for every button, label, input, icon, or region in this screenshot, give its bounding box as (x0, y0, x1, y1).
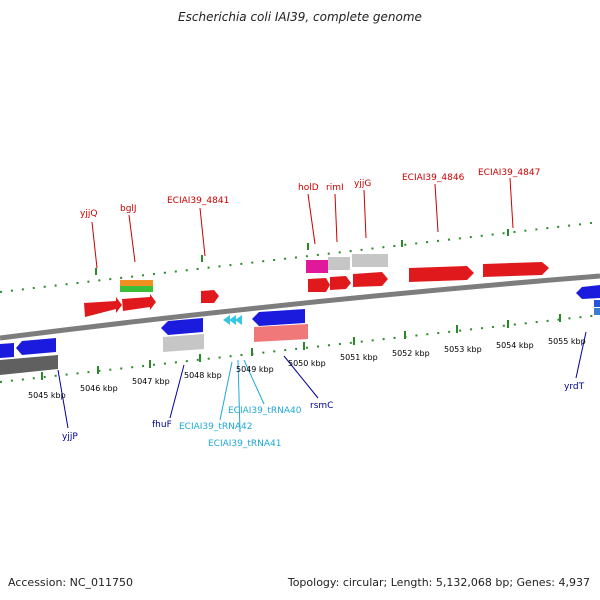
gene-arrow-ECIAI39_4846[interactable] (409, 266, 474, 282)
gene-label-ECIAI39_tRNA41[interactable]: ECIAI39_tRNA41 (208, 439, 282, 449)
gene-arrow-ECIAI39_4847[interactable] (483, 262, 549, 277)
gene-arrow-yjjP[interactable] (16, 338, 56, 355)
lower-label-lines (57, 331, 587, 433)
tick-label: 5052 kbp (392, 349, 430, 358)
feature-bglJ-green[interactable] (120, 286, 153, 292)
gene-label-yjjQ[interactable]: yjjQ (80, 209, 97, 219)
gene-label-fhuF[interactable]: fhuF (152, 420, 172, 430)
gene-label-bglJ[interactable]: bglJ (120, 204, 137, 214)
tick-label: 5055 kbp (548, 337, 586, 346)
gene-label-ECIAI39_tRNA40[interactable]: ECIAI39_tRNA40 (228, 406, 302, 416)
map-title: Escherichia coli IAI39, complete genome (178, 10, 422, 24)
gene-arrow-bglJ[interactable] (122, 294, 156, 311)
tick-label: 5053 kbp (444, 345, 482, 354)
feature-yjjG-grey[interactable] (352, 254, 388, 267)
trna-ECIAI39_tRNA42[interactable] (223, 315, 230, 325)
topology-summary: Topology: circular; Length: 5,132,068 bp… (287, 576, 590, 589)
bottom-gene-labels: yjjP fhuF ECIAI39_tRNA42 ECIAI39_tRNA40 … (62, 382, 585, 449)
lower-tick-track (0, 314, 600, 383)
accession-text: Accession: NC_011750 (8, 576, 134, 589)
tick-labels: 5045 kbp 5046 kbp 5047 kbp 5048 kbp 5049… (28, 337, 586, 400)
gene-label-ECIAI39_4841[interactable]: ECIAI39_4841 (167, 196, 229, 206)
tick-label: 5048 kbp (184, 371, 222, 380)
gene-label-ECIAI39_tRNA42[interactable]: ECIAI39_tRNA42 (179, 422, 253, 432)
gene-arrow-fhuF[interactable] (161, 318, 203, 335)
gene-arrow-yjjG[interactable] (353, 272, 388, 287)
tick-label: 5050 kbp (288, 359, 326, 368)
gene-arrow-ECIAI39_4841[interactable] (201, 290, 219, 303)
feature-fhuF-grey[interactable] (163, 334, 204, 352)
tick-label: 5046 kbp (80, 384, 118, 393)
trna-ECIAI39_tRNA41[interactable] (229, 315, 236, 325)
gene-arrow-rsmC[interactable] (252, 309, 305, 326)
genome-backbone (0, 273, 600, 341)
feature-bglJ-orange[interactable] (120, 280, 153, 286)
gene-label-yjjP[interactable]: yjjP (62, 432, 78, 442)
gene-label-rsmC[interactable]: rsmC (310, 401, 333, 411)
tick-label: 5054 kbp (496, 341, 534, 350)
gene-arrow-left-edge[interactable] (0, 343, 14, 358)
tick-label: 5047 kbp (132, 377, 170, 386)
gene-label-yjjG[interactable]: yjjG (354, 179, 371, 189)
gene-arrow-rimI[interactable] (330, 276, 351, 290)
upper-tick-track (0, 221, 600, 293)
gene-label-yrdT[interactable]: yrdT (564, 382, 585, 392)
gene-label-ECIAI39_4846[interactable]: ECIAI39_4846 (402, 173, 465, 183)
reverse-genes (0, 285, 600, 375)
upper-label-lines (91, 177, 514, 269)
trna-ECIAI39_tRNA40[interactable] (235, 315, 242, 325)
gene-label-ECIAI39_4847[interactable]: ECIAI39_4847 (478, 168, 540, 178)
gene-label-holD[interactable]: holD (298, 183, 319, 193)
feature-holD-grey[interactable] (328, 257, 350, 270)
gene-label-rimI[interactable]: rimI (326, 183, 344, 193)
feature-yrdT-blue[interactable] (594, 300, 600, 307)
feature-rsmC-pink[interactable] (254, 324, 308, 342)
gene-arrow-holD[interactable] (308, 278, 330, 292)
forward-genes (84, 254, 549, 317)
top-gene-labels: yjjQ bglJ ECIAI39_4841 holD rimI yjjG EC… (80, 168, 540, 219)
feature-yrdT-grey[interactable] (594, 308, 600, 315)
feature-holD-magenta[interactable] (306, 260, 328, 273)
gene-arrow-yjjQ[interactable] (84, 297, 122, 317)
feature-yjjP-grey[interactable] (0, 355, 58, 375)
tick-label: 5049 kbp (236, 365, 274, 374)
gene-arrow-yrdT[interactable] (576, 285, 600, 299)
tick-label: 5045 kbp (28, 391, 66, 400)
tick-label: 5051 kbp (340, 353, 378, 362)
